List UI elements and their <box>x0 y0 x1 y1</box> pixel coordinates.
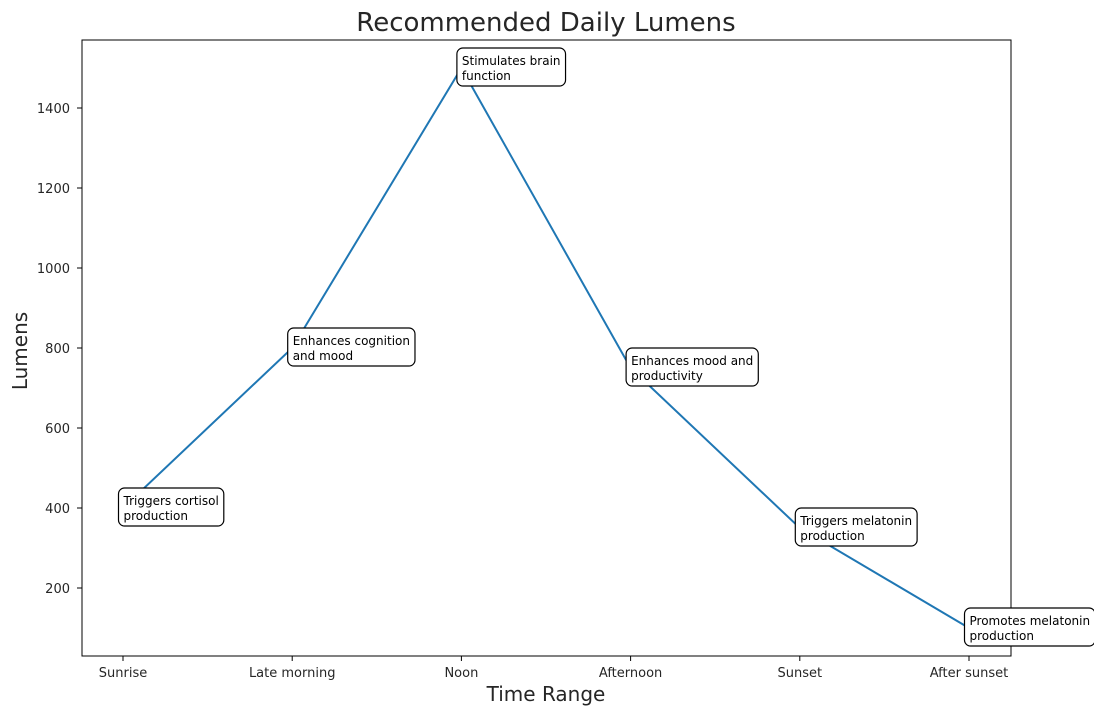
annotation-box <box>287 327 416 367</box>
annotation-text: Enhances cognition <box>293 334 410 348</box>
annotation-text: production <box>124 509 188 523</box>
y-axis-title: Lumens <box>8 312 32 390</box>
x-tick-label: Late morning <box>249 666 336 681</box>
annotation-box <box>625 347 759 387</box>
x-axis-title: Time Range <box>486 682 606 706</box>
annotation-box <box>963 607 1094 647</box>
y-tick-label: 400 <box>45 502 70 517</box>
y-tick-label: 1200 <box>37 182 70 197</box>
chart-title: Recommended Daily Lumens <box>356 8 735 38</box>
y-tick-label: 1400 <box>37 102 70 117</box>
annotation-box <box>117 487 225 527</box>
x-tick-label: Sunset <box>777 666 822 681</box>
y-tick-label: 600 <box>45 422 70 437</box>
annotation-text: Triggers cortisol <box>123 494 219 508</box>
annotation-text: Triggers melatonin <box>799 514 912 528</box>
x-tick-label: Sunrise <box>99 666 147 681</box>
annotation-text: production <box>970 629 1034 643</box>
y-tick-label: 200 <box>45 582 70 597</box>
annotation-text: Enhances mood and <box>631 354 753 368</box>
y-tick-label: 1000 <box>37 262 70 277</box>
annotation-text: productivity <box>631 369 703 383</box>
x-tick-label: After sunset <box>930 666 1008 681</box>
annotation-text: and mood <box>293 349 353 363</box>
annotation-text: function <box>462 69 511 83</box>
plot-frame <box>81 39 1012 657</box>
annotation-box <box>456 47 567 87</box>
annotation-text: Promotes melatonin <box>970 614 1091 628</box>
x-tick-label: Noon <box>444 666 478 681</box>
annotation-text: Stimulates brain <box>462 54 561 68</box>
annotation-box <box>794 507 918 547</box>
annotation-text: production <box>800 529 864 543</box>
x-tick-label: Afternoon <box>599 666 662 681</box>
y-tick-label: 800 <box>45 342 70 357</box>
